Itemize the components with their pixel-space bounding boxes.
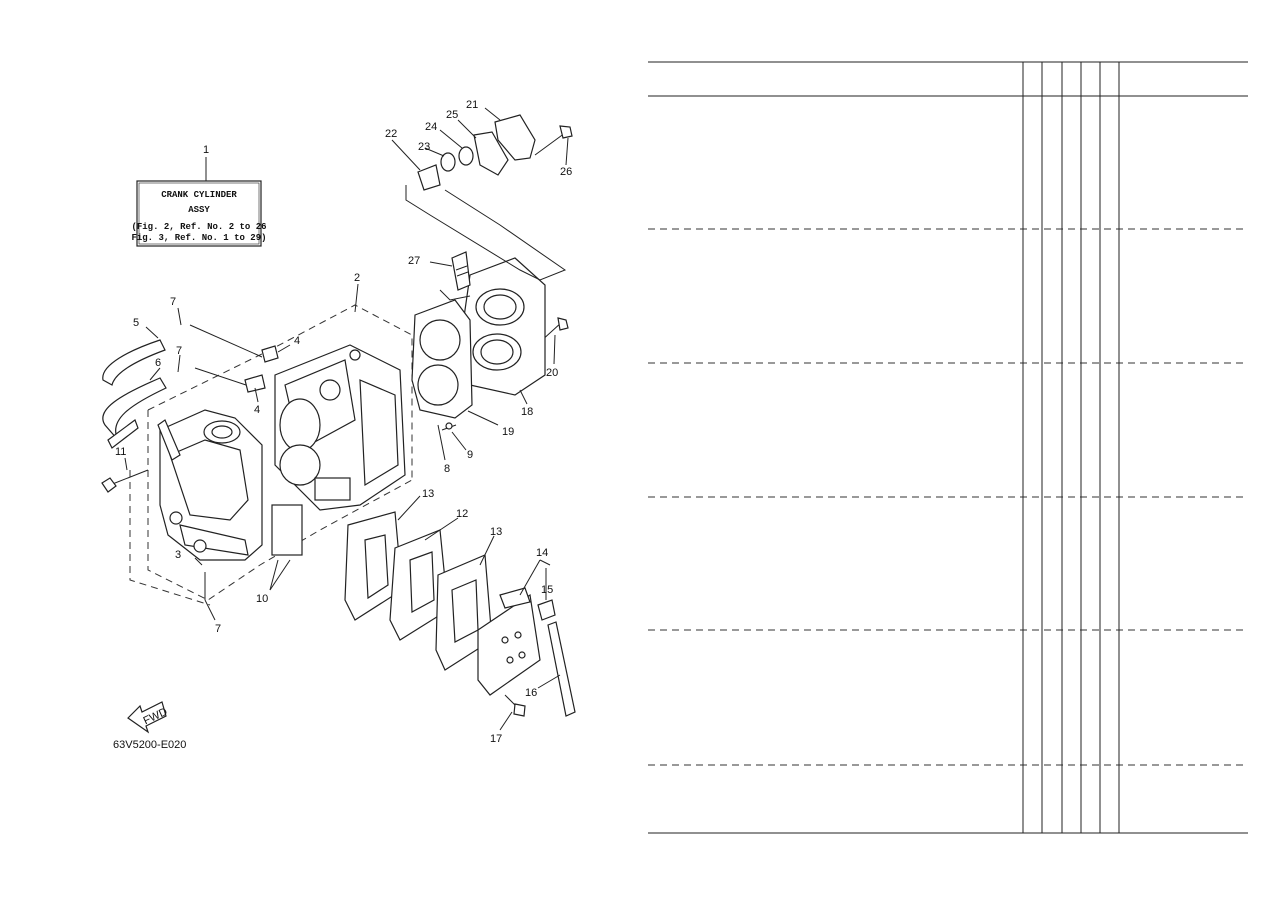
callout-numbers: 2 3 4 4 5 6 7 7 7 8 9 10 11 12 13 13 14 … [115, 99, 572, 745]
callout-27: 27 [408, 255, 420, 267]
spark-plug-part [451, 251, 471, 291]
callout-13-left: 13 [422, 488, 434, 500]
callout-3: 3 [175, 549, 181, 561]
table-column-rules [1022, 62, 1120, 833]
assembly-title-box: 1 CRANK CYLINDER ASSY (Fig. 2, Ref. No. … [131, 144, 267, 247]
callout-18: 18 [521, 406, 533, 418]
callout-4-lower: 4 [254, 404, 260, 416]
crankcase-part [157, 409, 263, 561]
fitting-parts [244, 345, 279, 393]
callout-16: 16 [525, 687, 537, 699]
callout-25: 25 [446, 109, 458, 121]
callout-4-upper: 4 [294, 335, 300, 347]
callout-15: 15 [541, 584, 553, 596]
table-horizontal-rules [648, 61, 1248, 834]
callout-14: 14 [536, 547, 548, 559]
callout-17: 17 [490, 733, 502, 745]
assembly-title-line-3: (Fig. 2, Ref. No. 2 to 26 [131, 222, 266, 232]
callout-13-right: 13 [490, 526, 502, 538]
callout-8: 8 [444, 463, 450, 475]
callout-11: 11 [115, 446, 126, 458]
exploded-parts-diagram: 1 CRANK CYLINDER ASSY (Fig. 2, Ref. No. … [101, 99, 576, 751]
callout-7-middle: 7 [176, 345, 182, 357]
callout-2: 2 [354, 272, 360, 284]
leader-lines [124, 107, 569, 731]
assembly-title-line-4: Fig. 3, Ref. No. 1 to 29) [131, 233, 266, 243]
head-gasket-part [411, 299, 473, 419]
callout-5: 5 [133, 317, 139, 329]
thermostat-cover-parts [417, 114, 536, 191]
cylinder-head-part [459, 257, 546, 396]
callout-19: 19 [502, 426, 514, 438]
callout-10: 10 [256, 593, 268, 605]
callout-20: 20 [546, 367, 558, 379]
callout-1: 1 [203, 144, 209, 156]
callout-24: 24 [425, 121, 437, 133]
callout-7-top: 7 [170, 296, 176, 308]
hose-parts [102, 339, 167, 449]
hose-16-part [537, 599, 576, 717]
cylinder-block-part [271, 344, 406, 556]
callout-6: 6 [155, 357, 161, 369]
callout-12: 12 [456, 508, 468, 520]
callout-7-bottom: 7 [215, 623, 221, 635]
forward-direction-arrow: FWD [127, 701, 170, 734]
drawing-code: 63V5200-E020 [113, 739, 186, 751]
assembly-outline [129, 304, 413, 606]
assembly-title-line-1: CRANK CYLINDER [161, 190, 237, 200]
callout-23: 23 [418, 141, 430, 153]
callout-26: 26 [560, 166, 572, 178]
fwd-label: FWD [142, 706, 170, 727]
assembly-title-line-2: ASSY [188, 205, 210, 215]
bolt-parts [101, 125, 573, 717]
callout-9: 9 [467, 449, 473, 461]
callout-22: 22 [385, 128, 397, 140]
callout-21: 21 [466, 99, 478, 111]
exhaust-cover-parts [344, 511, 541, 696]
table-dashed-separators [648, 228, 1248, 766]
